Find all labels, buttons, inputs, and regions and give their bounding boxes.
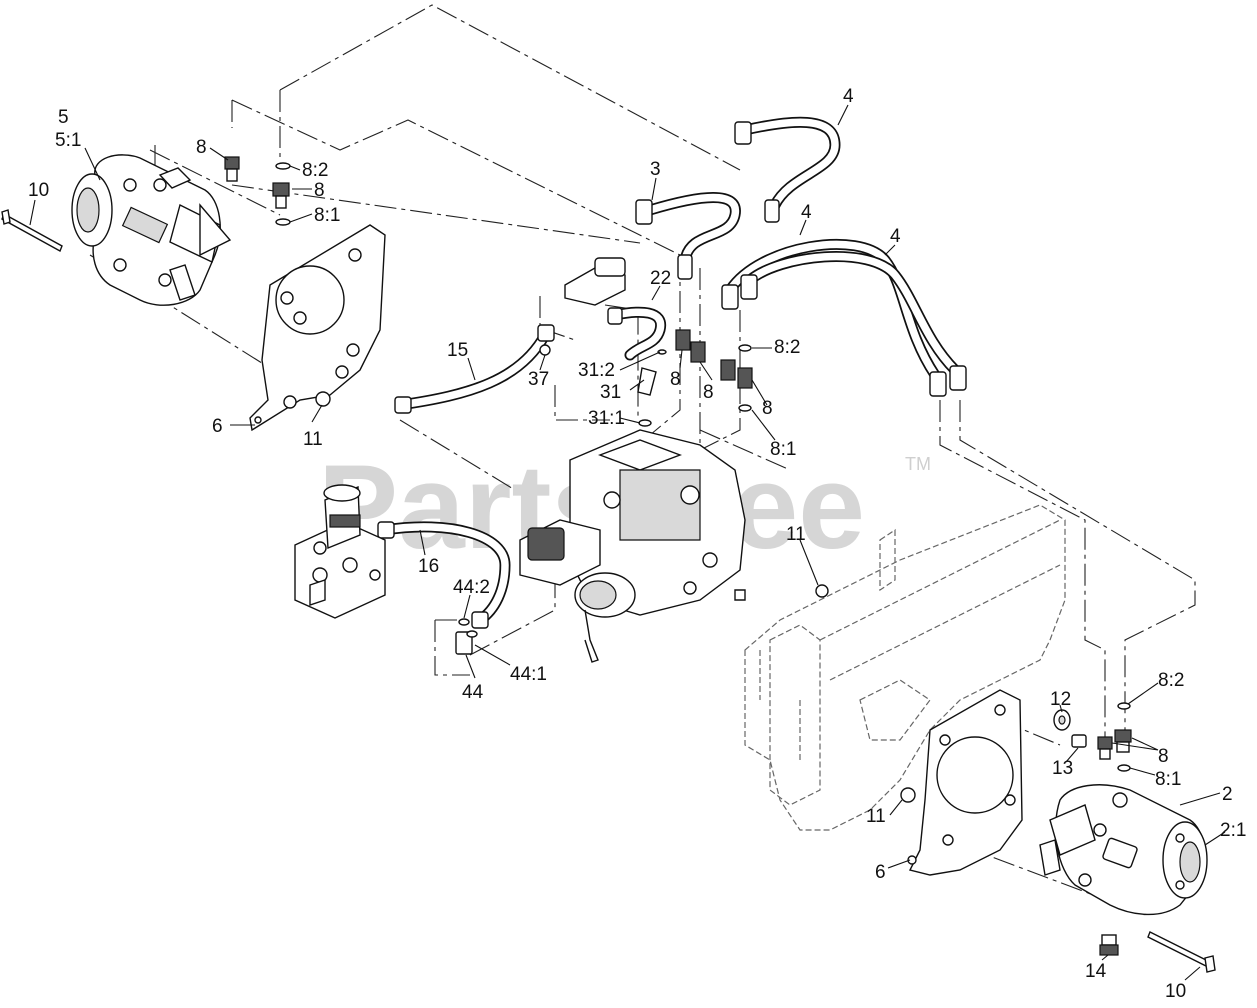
central-transaxle xyxy=(519,429,746,663)
callout-14: 14 xyxy=(1085,961,1107,982)
callout-12: 12 xyxy=(1050,689,1071,710)
callout-labels: 5 5:1 10 8 8:2 8 8:1 3 4 4 4 22 15 37 31… xyxy=(28,86,1246,1002)
callout-37: 37 xyxy=(528,369,549,390)
callout-31: 31 xyxy=(600,382,621,403)
plug-14 xyxy=(1099,934,1119,956)
leader-lines xyxy=(29,104,1226,981)
callout-2-1: 2:1 xyxy=(1220,820,1246,841)
fittings-lower-right xyxy=(1097,702,1132,772)
callout-5-1: 5:1 xyxy=(55,130,81,151)
callout-44-2: 44:2 xyxy=(453,577,490,598)
callout-8: 8 xyxy=(1158,746,1169,767)
callout-44: 44 xyxy=(462,682,484,703)
callout-8-2: 8:2 xyxy=(774,337,800,358)
long-bolt-lower xyxy=(1147,931,1216,973)
callout-2: 2 xyxy=(1222,784,1233,805)
callout-10: 10 xyxy=(1165,981,1186,1002)
callout-44-1: 44:1 xyxy=(510,664,547,685)
callout-6: 6 xyxy=(875,862,886,883)
callout-4: 4 xyxy=(890,226,901,247)
callout-4: 4 xyxy=(843,86,854,107)
left-hydraulic-pump xyxy=(71,154,232,306)
callout-22: 22 xyxy=(650,268,671,289)
callout-16: 16 xyxy=(418,556,439,577)
fitting-44 xyxy=(455,618,478,655)
valve-block xyxy=(294,484,386,619)
callout-31-2: 31:2 xyxy=(578,360,615,381)
callout-8: 8 xyxy=(703,382,714,403)
frame xyxy=(744,504,1066,831)
callout-8-2: 8:2 xyxy=(1158,670,1184,691)
callout-15: 15 xyxy=(447,340,468,361)
long-bolt-upper xyxy=(1,209,63,252)
callout-8: 8 xyxy=(670,369,681,390)
callout-10: 10 xyxy=(28,180,49,201)
washer-bolt-12-13 xyxy=(1053,709,1087,748)
callout-6: 6 xyxy=(212,416,223,437)
callout-8-2: 8:2 xyxy=(302,160,328,181)
callout-8: 8 xyxy=(762,398,773,419)
callout-8-1: 8:1 xyxy=(770,439,796,460)
hose-bracket xyxy=(564,257,626,306)
right-hydraulic-pump xyxy=(1039,784,1208,916)
callout-8: 8 xyxy=(314,180,325,201)
hoses xyxy=(377,116,967,629)
fittings-upper-left xyxy=(224,156,291,226)
callout-11: 11 xyxy=(303,429,323,450)
callout-11: 11 xyxy=(866,806,886,827)
callout-13: 13 xyxy=(1052,758,1073,779)
callout-31-1: 31:1 xyxy=(588,408,625,429)
right-mounting-plate xyxy=(900,689,1023,876)
left-mounting-plate xyxy=(249,224,386,432)
callout-11: 11 xyxy=(786,524,806,545)
callout-8-1: 8:1 xyxy=(1155,769,1181,790)
callout-3: 3 xyxy=(650,159,661,180)
fittings-center xyxy=(539,329,753,427)
callout-8-1: 8:1 xyxy=(314,205,340,226)
callout-4: 4 xyxy=(801,202,812,223)
callout-5: 5 xyxy=(58,107,69,128)
callout-8: 8 xyxy=(196,137,207,158)
watermark-trademark: TM xyxy=(905,454,931,474)
washer-11-frame xyxy=(815,584,829,598)
